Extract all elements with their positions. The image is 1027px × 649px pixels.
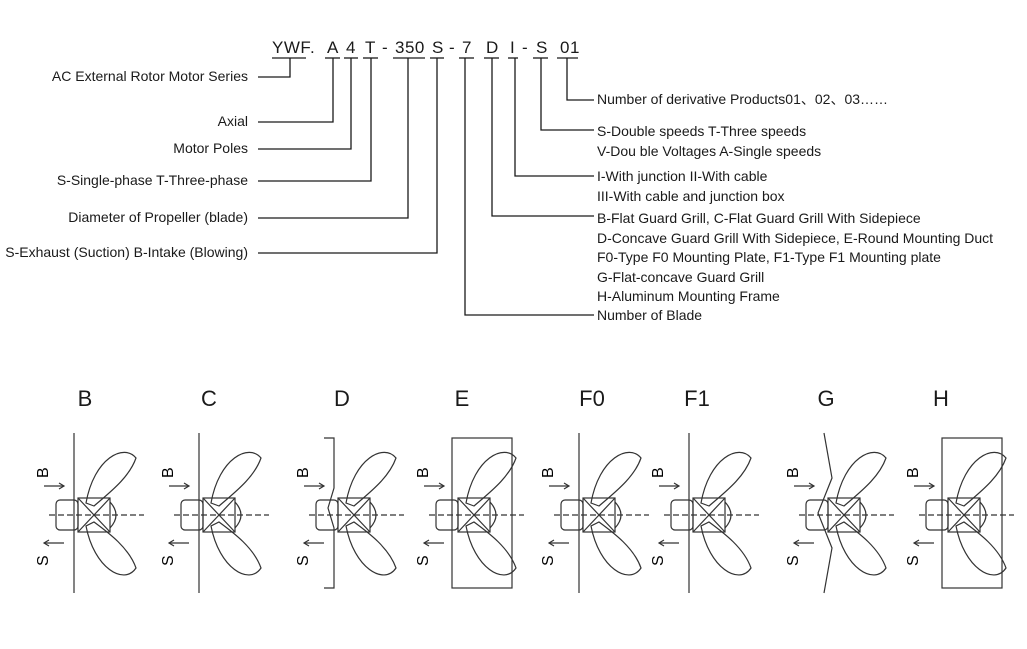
- exhaust-label-d: S: [295, 555, 312, 566]
- label-guard-line5: H-Aluminum Mounting Frame: [597, 288, 780, 304]
- fan-drawing-f0: BS: [540, 433, 649, 593]
- variant-title-f0: F0: [579, 386, 605, 411]
- code-t: T: [365, 38, 376, 57]
- label-axial: Axial: [217, 113, 248, 129]
- fan-drawing-d: BS: [295, 437, 404, 589]
- label-speeds-line1: S-Double speeds T-Three speeds: [597, 123, 807, 139]
- label-poles: Motor Poles: [173, 140, 248, 156]
- label-speeds: S-Double speeds T-Three speeds V-Dou ble…: [597, 122, 821, 161]
- label-guard-line2: D-Concave Guard Grill With Sidepiece, E-…: [597, 229, 994, 246]
- code-i: I: [510, 38, 516, 57]
- variant-title-b: B: [77, 386, 93, 411]
- intake-label-h: B: [905, 467, 922, 478]
- code-01: 01: [560, 38, 580, 57]
- code-350: 350: [395, 38, 425, 57]
- intake-label-f0: B: [540, 467, 557, 478]
- variant-title-h: H: [933, 386, 949, 411]
- exhaust-label-b: S: [35, 555, 52, 566]
- variant-title-g: G: [817, 386, 835, 411]
- exhaust-label-c: S: [160, 555, 177, 566]
- fan-drawing-f1: BS: [650, 433, 759, 593]
- fan-drawing-h: BS: [905, 437, 1014, 589]
- code-s1: S: [432, 38, 444, 57]
- code-s2: S: [536, 38, 548, 57]
- code-4: 4: [346, 38, 356, 57]
- label-junction: I-With junction II-With cable III-With c…: [597, 167, 785, 206]
- code-a: A: [327, 38, 339, 57]
- code-dash3: -: [522, 38, 529, 57]
- label-series: AC External Rotor Motor Series: [51, 68, 248, 84]
- label-blade: Number of Blade: [597, 307, 703, 323]
- exhaust-label-g: S: [785, 555, 802, 566]
- label-guard: B-Flat Guard Grill, C-Flat Guard Grill W…: [597, 209, 993, 307]
- intake-label-b: B: [35, 467, 52, 478]
- intake-label-g: B: [785, 467, 802, 478]
- fan-drawing-g: BS: [785, 432, 894, 594]
- exhaust-label-f1: S: [650, 555, 667, 566]
- label-junction-line1: I-With junction II-With cable: [597, 168, 768, 184]
- intake-label-f1: B: [650, 467, 667, 478]
- label-guard-line4: G-Flat-concave Guard Grill: [597, 268, 765, 285]
- code-dot: .: [310, 38, 316, 57]
- label-direction: S-Exhaust (Suction) B-Intake (Blowing): [5, 244, 248, 260]
- label-junction-line2: III-With cable and junction box: [597, 187, 785, 204]
- intake-label-c: B: [160, 467, 177, 478]
- intake-label-e: B: [415, 467, 432, 478]
- intake-label-d: B: [295, 467, 312, 478]
- code-dash1: -: [382, 38, 389, 57]
- code-ywf: YWF: [272, 38, 312, 57]
- code-d: D: [486, 38, 499, 57]
- label-derivative: Number of derivative Products01、02、03……: [597, 91, 889, 107]
- label-speeds-line2: V-Dou ble Voltages A-Single speeds: [597, 142, 822, 159]
- variant-title-f1: F1: [684, 386, 710, 411]
- exhaust-label-h: S: [905, 555, 922, 566]
- label-diameter: Diameter of Propeller (blade): [68, 209, 248, 225]
- label-guard-line3: F0-Type F0 Mounting Plate, F1-Type F1 Mo…: [597, 249, 941, 265]
- exhaust-label-f0: S: [540, 555, 557, 566]
- code-dash2: -: [449, 38, 456, 57]
- variant-title-c: C: [201, 386, 217, 411]
- fan-drawing-c: BS: [160, 433, 269, 593]
- code-7: 7: [462, 38, 472, 57]
- label-guard-line1: B-Flat Guard Grill, C-Flat Guard Grill W…: [597, 210, 921, 226]
- variant-title-e: E: [454, 386, 470, 411]
- label-phase: S-Single-phase T-Three-phase: [56, 172, 248, 188]
- variant-title-d: D: [334, 386, 350, 411]
- fan-drawing-b: BS: [35, 433, 144, 593]
- exhaust-label-e: S: [415, 555, 432, 566]
- fan-drawing-e: BS: [415, 437, 524, 589]
